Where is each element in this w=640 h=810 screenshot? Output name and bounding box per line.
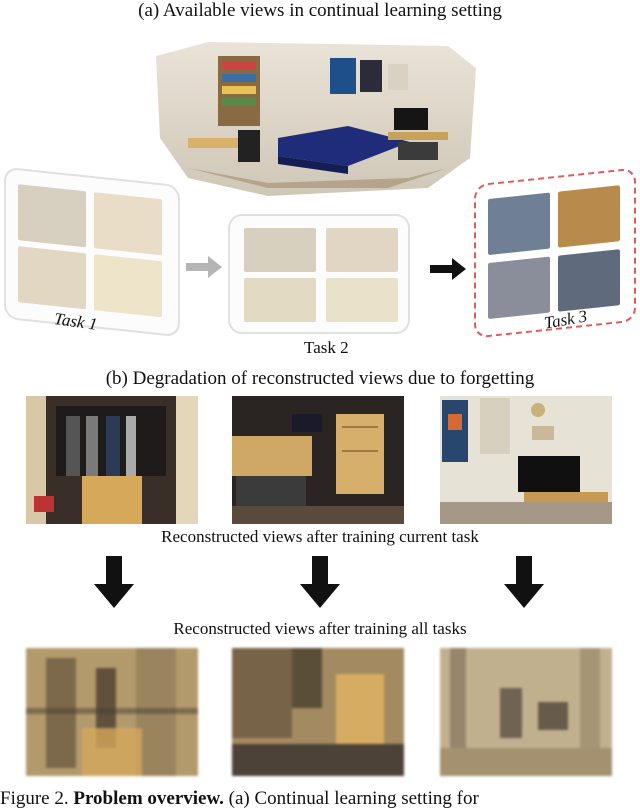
figure-caption: Figure 2. Problem overview. (a) Continua… (0, 788, 640, 810)
figure-caption-prefix: Figure 2. (0, 788, 74, 809)
down-arrow-icon (94, 556, 134, 608)
view-thumbnail (488, 256, 550, 320)
view-thumbnail (558, 249, 620, 312)
task-2-card (228, 214, 410, 334)
view-thumbnail (326, 228, 398, 272)
reconstructed-view-all-2 (232, 648, 404, 776)
task-1-card (4, 166, 180, 338)
arrow-shape (94, 556, 134, 608)
reconstructed-view-all-3 (440, 648, 612, 776)
arrow-shape (300, 556, 340, 608)
view-thumbnail (94, 192, 162, 256)
after-current-task-label: Reconstructed views after training curre… (161, 527, 479, 546)
section-b-title: (b) Degradation of reconstructed views d… (105, 368, 535, 389)
figure-caption-rest: (a) Continual learning setting for (223, 788, 479, 809)
reconstructed-view-current-2 (232, 396, 404, 524)
section-a-title: (a) Available views in continual learnin… (138, 0, 502, 21)
view-thumbnail (18, 246, 86, 310)
view-thumbnail (244, 278, 316, 322)
black-right-arrow-icon (430, 258, 466, 280)
after-all-tasks-label: Reconstructed views after training all t… (173, 619, 467, 638)
view-thumbnail (244, 228, 316, 272)
arrow-shape (186, 256, 222, 278)
view-thumbnail (94, 254, 162, 318)
figure-caption-bold: Problem overview. (73, 788, 224, 809)
task-2-label: Task 2 (304, 338, 349, 357)
reconstructed-view-all-1 (26, 648, 198, 776)
view-thumbnail (558, 185, 620, 248)
reconstructed-view-current-3 (440, 396, 612, 524)
reconstructed-view-current-1 (26, 396, 198, 524)
arrow-shape (504, 556, 544, 608)
view-thumbnail (488, 192, 550, 256)
gray-right-arrow-icon (186, 256, 222, 278)
room-point-cloud-image (156, 42, 476, 196)
down-arrow-icon (300, 556, 340, 608)
down-arrow-icon (504, 556, 544, 608)
view-thumbnail (18, 184, 86, 248)
view-thumbnail (326, 278, 398, 322)
arrow-shape (430, 258, 466, 280)
